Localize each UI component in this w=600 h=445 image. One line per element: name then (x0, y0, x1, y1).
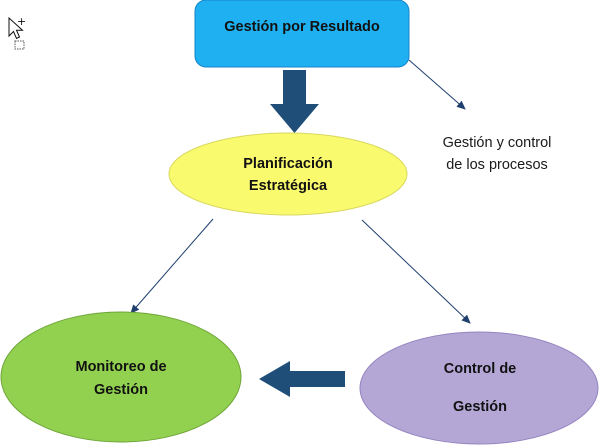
node-planificacion-estrategica-shape (168, 132, 408, 216)
node-gestion-por-resultado-label: Gestión por Resultado (224, 19, 380, 35)
node-monitoreo-label-line-2: Gestión (94, 382, 148, 398)
node-control-de-gestion-shape (359, 331, 599, 445)
cursor-move-icon: + (8, 15, 26, 50)
cursor-drop-box (14, 40, 25, 50)
thick-left-arrow (259, 361, 345, 397)
node-planificacion-estrategica[interactable]: Planificación Estratégica (168, 132, 408, 216)
node-planificacion-label-line-1: Planificación (243, 156, 332, 172)
arrow-planificacion-to-control (361, 219, 471, 324)
annotation-line-2: de los procesos (446, 157, 548, 173)
node-monitoreo-label-line-1: Monitoreo de (75, 359, 166, 375)
thick-down-arrow (270, 70, 319, 133)
node-monitoreo-de-gestion-shape (0, 311, 242, 443)
node-gestion-por-resultado[interactable]: Gestión por Resultado (194, 0, 410, 68)
arrow-planificacion-to-monitoreo (130, 218, 214, 314)
node-control-label-line-1: Control de (444, 361, 517, 377)
node-planificacion-label-line-2: Estratégica (249, 178, 328, 194)
annotation-line-1: Gestión y control (443, 135, 552, 151)
node-gestion-por-resultado-shape (194, 0, 410, 68)
node-control-de-gestion[interactable]: Control de Gestión (359, 331, 599, 445)
cursor-plus-glyph: + (17, 15, 26, 28)
node-control-label-line-2: Gestión (453, 399, 507, 415)
node-monitoreo-de-gestion[interactable]: Monitoreo de Gestión (0, 311, 242, 443)
arrow-to-gestion-control-procesos (408, 59, 466, 110)
